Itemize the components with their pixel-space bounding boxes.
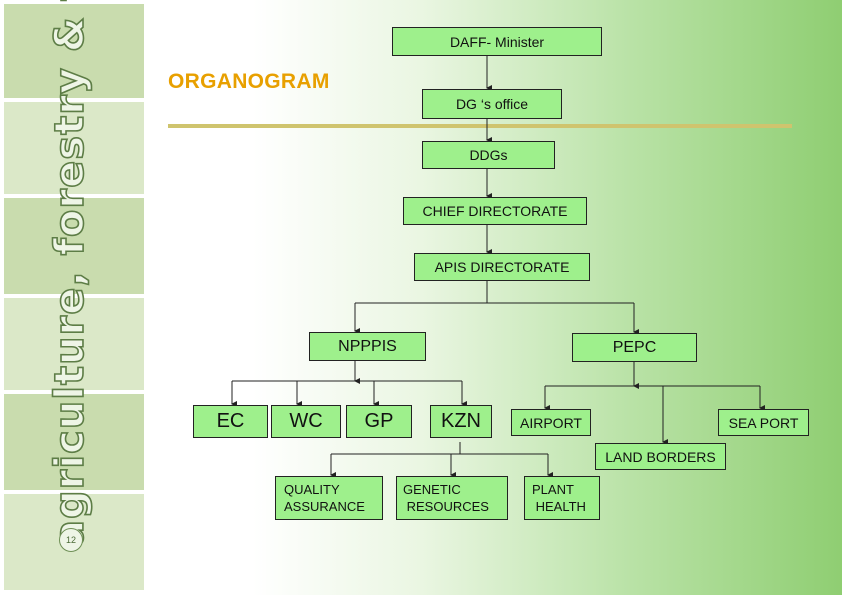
node-land-borders: LAND BORDERS [595, 443, 726, 470]
sidebar-photo-field [4, 394, 144, 490]
node-gp: GP [346, 405, 412, 438]
node-dg-office: DG ‘s office [422, 89, 562, 119]
node-pepc: PEPC [572, 333, 697, 362]
sidebar-photo-cow [4, 102, 144, 194]
sidebar-photo-barn [4, 4, 144, 98]
node-chief-directorate: CHIEF DIRECTORATE [403, 197, 587, 225]
page-number: 12 [59, 528, 83, 552]
slide-title: ORGANOGRAM [168, 70, 330, 93]
title-divider [168, 124, 792, 128]
node-quality-assurance: QUALITY ASSURANCE [275, 476, 383, 520]
node-apis-directorate: APIS DIRECTORATE [414, 253, 590, 281]
sidebar-photo-silos [4, 198, 144, 294]
node-minister: DAFF- Minister [392, 27, 602, 56]
node-ddgs: DDGs [422, 141, 555, 169]
node-ec: EC [193, 405, 268, 438]
node-airport: AIRPORT [511, 409, 591, 436]
node-kzn: KZN [430, 405, 492, 438]
node-sea-port: SEA PORT [718, 409, 809, 436]
node-plant-health: PLANT HEALTH [524, 476, 600, 520]
sidebar-photo-strip: agriculture, forestry & fisheries 12 [0, 0, 148, 595]
node-npppis: NPPPIS [309, 332, 426, 361]
sidebar-photo-cotton [4, 298, 144, 390]
node-genetic-resources: GENETIC RESOURCES [396, 476, 508, 520]
node-wc: WC [271, 405, 341, 438]
